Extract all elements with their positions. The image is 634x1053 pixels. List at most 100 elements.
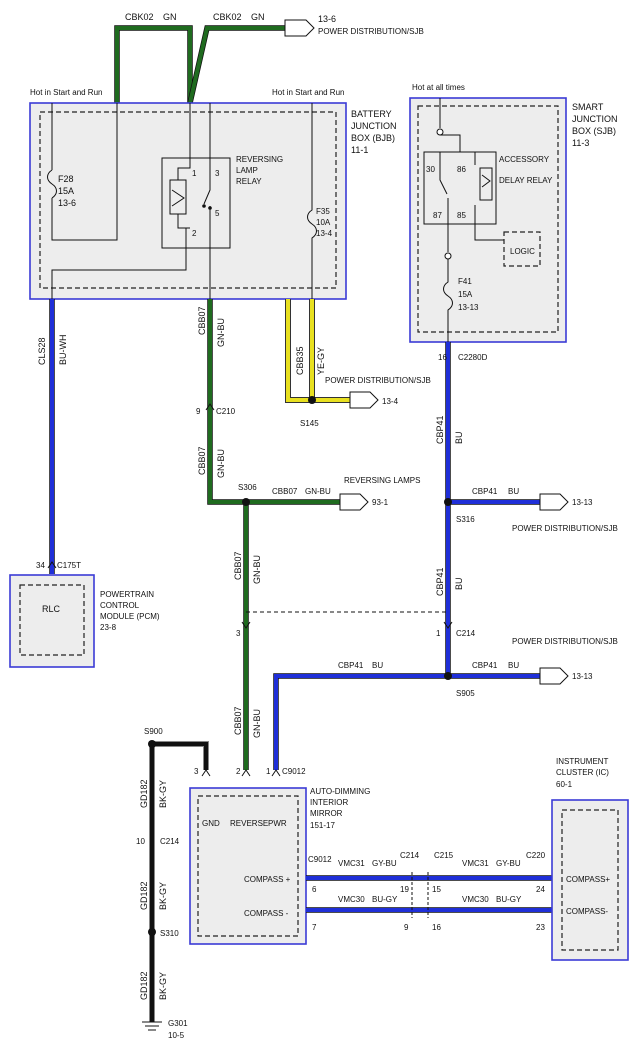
bjb-hot-right: Hot in Start and Run: [272, 88, 344, 97]
c175t-label: C175T: [57, 561, 81, 570]
splice-s145: S145: [300, 419, 319, 428]
c210-label: C210: [216, 407, 236, 416]
gd182-c-circuit: GD182: [139, 971, 149, 1000]
logic-block: [503, 231, 541, 267]
ground-name: G301: [168, 1019, 188, 1028]
fuse-f28-rating: 15A: [58, 186, 74, 196]
battery-junction-box: Hot in Start and Run Hot in Start and Ru…: [29, 88, 397, 300]
fuse-f41-rating: 15A: [458, 290, 473, 299]
cbb35-color: YE-GY: [316, 347, 326, 375]
cbk02-label-1: CBK02: [125, 12, 154, 22]
compass-wires: C9012 6 7 VMC31 GY-BU VMC30 BU-GY C214 1…: [306, 851, 552, 932]
mid-pin-3: 3: [236, 629, 241, 638]
mirror-compass-minus: COMPASS -: [244, 909, 289, 918]
mirror-pin-1: 1: [266, 767, 271, 776]
pd-13-13-a-page: 13-13: [572, 498, 593, 507]
c175t-pin: 34: [36, 561, 45, 570]
vmc30-b-color: BU-GY: [496, 895, 522, 904]
splice-s900: S900: [144, 727, 163, 736]
vmc30-b-circuit: VMC30: [462, 895, 489, 904]
cbb07-a-circuit: CBB07: [197, 306, 207, 335]
c214-b-label: C214: [400, 851, 420, 860]
c210-pin: 9: [196, 407, 201, 416]
cbp41-circuit: 16 C2280D CBP41 BU CBP41 BU 13-13 POWER …: [273, 342, 618, 770]
splice-s306: S306: [238, 483, 257, 492]
connector-arrow-13-13-a: [539, 493, 569, 511]
splice-s316: S316: [456, 515, 475, 524]
c214-left-pin: 10: [136, 837, 145, 846]
mirror-gnd: GND: [202, 819, 220, 828]
auto-dimming-mirror: 3 2 1 C9012 GND REVERSE PWR COMPASS + CO…: [189, 767, 370, 945]
relay-pin-1: 1: [192, 169, 197, 178]
cbb07-d-circuit: CBB07: [233, 551, 243, 580]
ic-compass-minus: COMPASS-: [566, 907, 608, 916]
vmc31-a-color: GY-BU: [372, 859, 397, 868]
top-power-feed: CBK02 GN CBK02 GN 13-6 POWER DISTRIBUTIO…: [114, 12, 424, 104]
mirror-compass-plus: COMPASS +: [244, 875, 291, 884]
sjb-page: 11-3: [572, 138, 589, 148]
gd182-circuit: S900 GD182 BK-GY 10 C214 GD182 BK-GY S31…: [136, 727, 209, 1040]
c9012-pin-7: 7: [312, 923, 317, 932]
c214-pin-19: 19: [400, 885, 409, 894]
cls28-circuit: CLS28 BU-WH 34 C175T: [36, 299, 81, 574]
fuse-f35-name: F35: [316, 207, 330, 216]
ic-compass-plus: COMPASS+: [566, 875, 610, 884]
pd-13-4-page: 13-4: [382, 397, 399, 406]
sjb-pin-30: 30: [426, 165, 435, 174]
mirror-pin-2: 2: [236, 767, 241, 776]
c214-top-label: C214: [456, 629, 476, 638]
relay-pin-2: 2: [192, 229, 197, 238]
cbb07-b-color: GN-BU: [216, 449, 226, 478]
bjb-hot-left: Hot in Start and Run: [30, 88, 102, 97]
sjb-name-3: BOX (SJB): [572, 126, 616, 136]
smart-junction-box: Hot at all times SMART JUNCTION BOX (SJB…: [409, 83, 618, 343]
connector-arrow-13-13-b: [539, 667, 569, 685]
vmc31-a-circuit: VMC31: [338, 859, 365, 868]
relay-pin-3: 3: [215, 169, 220, 178]
sjb-name-1: SMART: [572, 102, 604, 112]
sjb-name-2: JUNCTION: [572, 114, 618, 124]
connector-arrow-13-6: [284, 19, 315, 37]
c2280d-label: C2280D: [458, 353, 488, 362]
bjb-name-3: BOX (BJB): [351, 133, 395, 143]
splice-s310: S310: [160, 929, 179, 938]
logic-label: LOGIC: [510, 247, 535, 256]
cbp41-d-circuit: CBP41: [338, 661, 364, 670]
gd182-b-circuit: GD182: [139, 881, 149, 910]
cbb07-e-circuit: CBB07: [233, 706, 243, 735]
cbp41-d-color: BU: [372, 661, 383, 670]
vmc31-b-color: GY-BU: [496, 859, 521, 868]
cbb07-d-color: GN-BU: [252, 555, 262, 584]
bjb-name-1: BATTERY: [351, 109, 392, 119]
sjb-pin-86: 86: [457, 165, 466, 174]
mirror-pwr: PWR: [268, 819, 287, 828]
mirror-name-2: INTERIOR: [310, 798, 348, 807]
mirror-reverse: REVERSE: [230, 819, 268, 828]
sjb-pin-85: 85: [457, 211, 466, 220]
reversing-lamp-relay: 1 2 3 5 REVERSING LAMP RELAY: [51, 103, 283, 300]
cbk02-label-2: CBK02: [213, 12, 242, 22]
sjb-relay-name-1: ACCESSORY: [499, 155, 550, 164]
mirror-name-3: MIRROR: [310, 809, 343, 818]
gd182-a-color: BK-GY: [158, 780, 168, 808]
gd182-b-color: BK-GY: [158, 882, 168, 910]
relay-pin-5: 5: [215, 209, 220, 218]
pcm-name-2: CONTROL: [100, 601, 140, 610]
pcm-rlc: RLC: [42, 604, 61, 614]
c220-label: C220: [526, 851, 546, 860]
fuse-f35-rating: 10A: [316, 218, 331, 227]
rev-lamps-page: 93-1: [372, 498, 389, 507]
bjb-page: 11-1: [351, 145, 368, 155]
c214-top-pin: 1: [436, 629, 441, 638]
gd182-c-color: BK-GY: [158, 972, 168, 1000]
ref-page-13-6: 13-6: [318, 14, 336, 24]
fuse-f35-page: 13-4: [316, 229, 333, 238]
fuse-f41-name: F41: [458, 277, 472, 286]
cbp41-e-color: BU: [508, 661, 519, 670]
vmc31-b-circuit: VMC31: [462, 859, 489, 868]
cbp41-e-circuit: CBP41: [472, 661, 498, 670]
c9012-label: C9012: [282, 767, 306, 776]
pcm-name-3: MODULE (PCM): [100, 612, 160, 621]
ground-page: 10-5: [168, 1031, 185, 1040]
